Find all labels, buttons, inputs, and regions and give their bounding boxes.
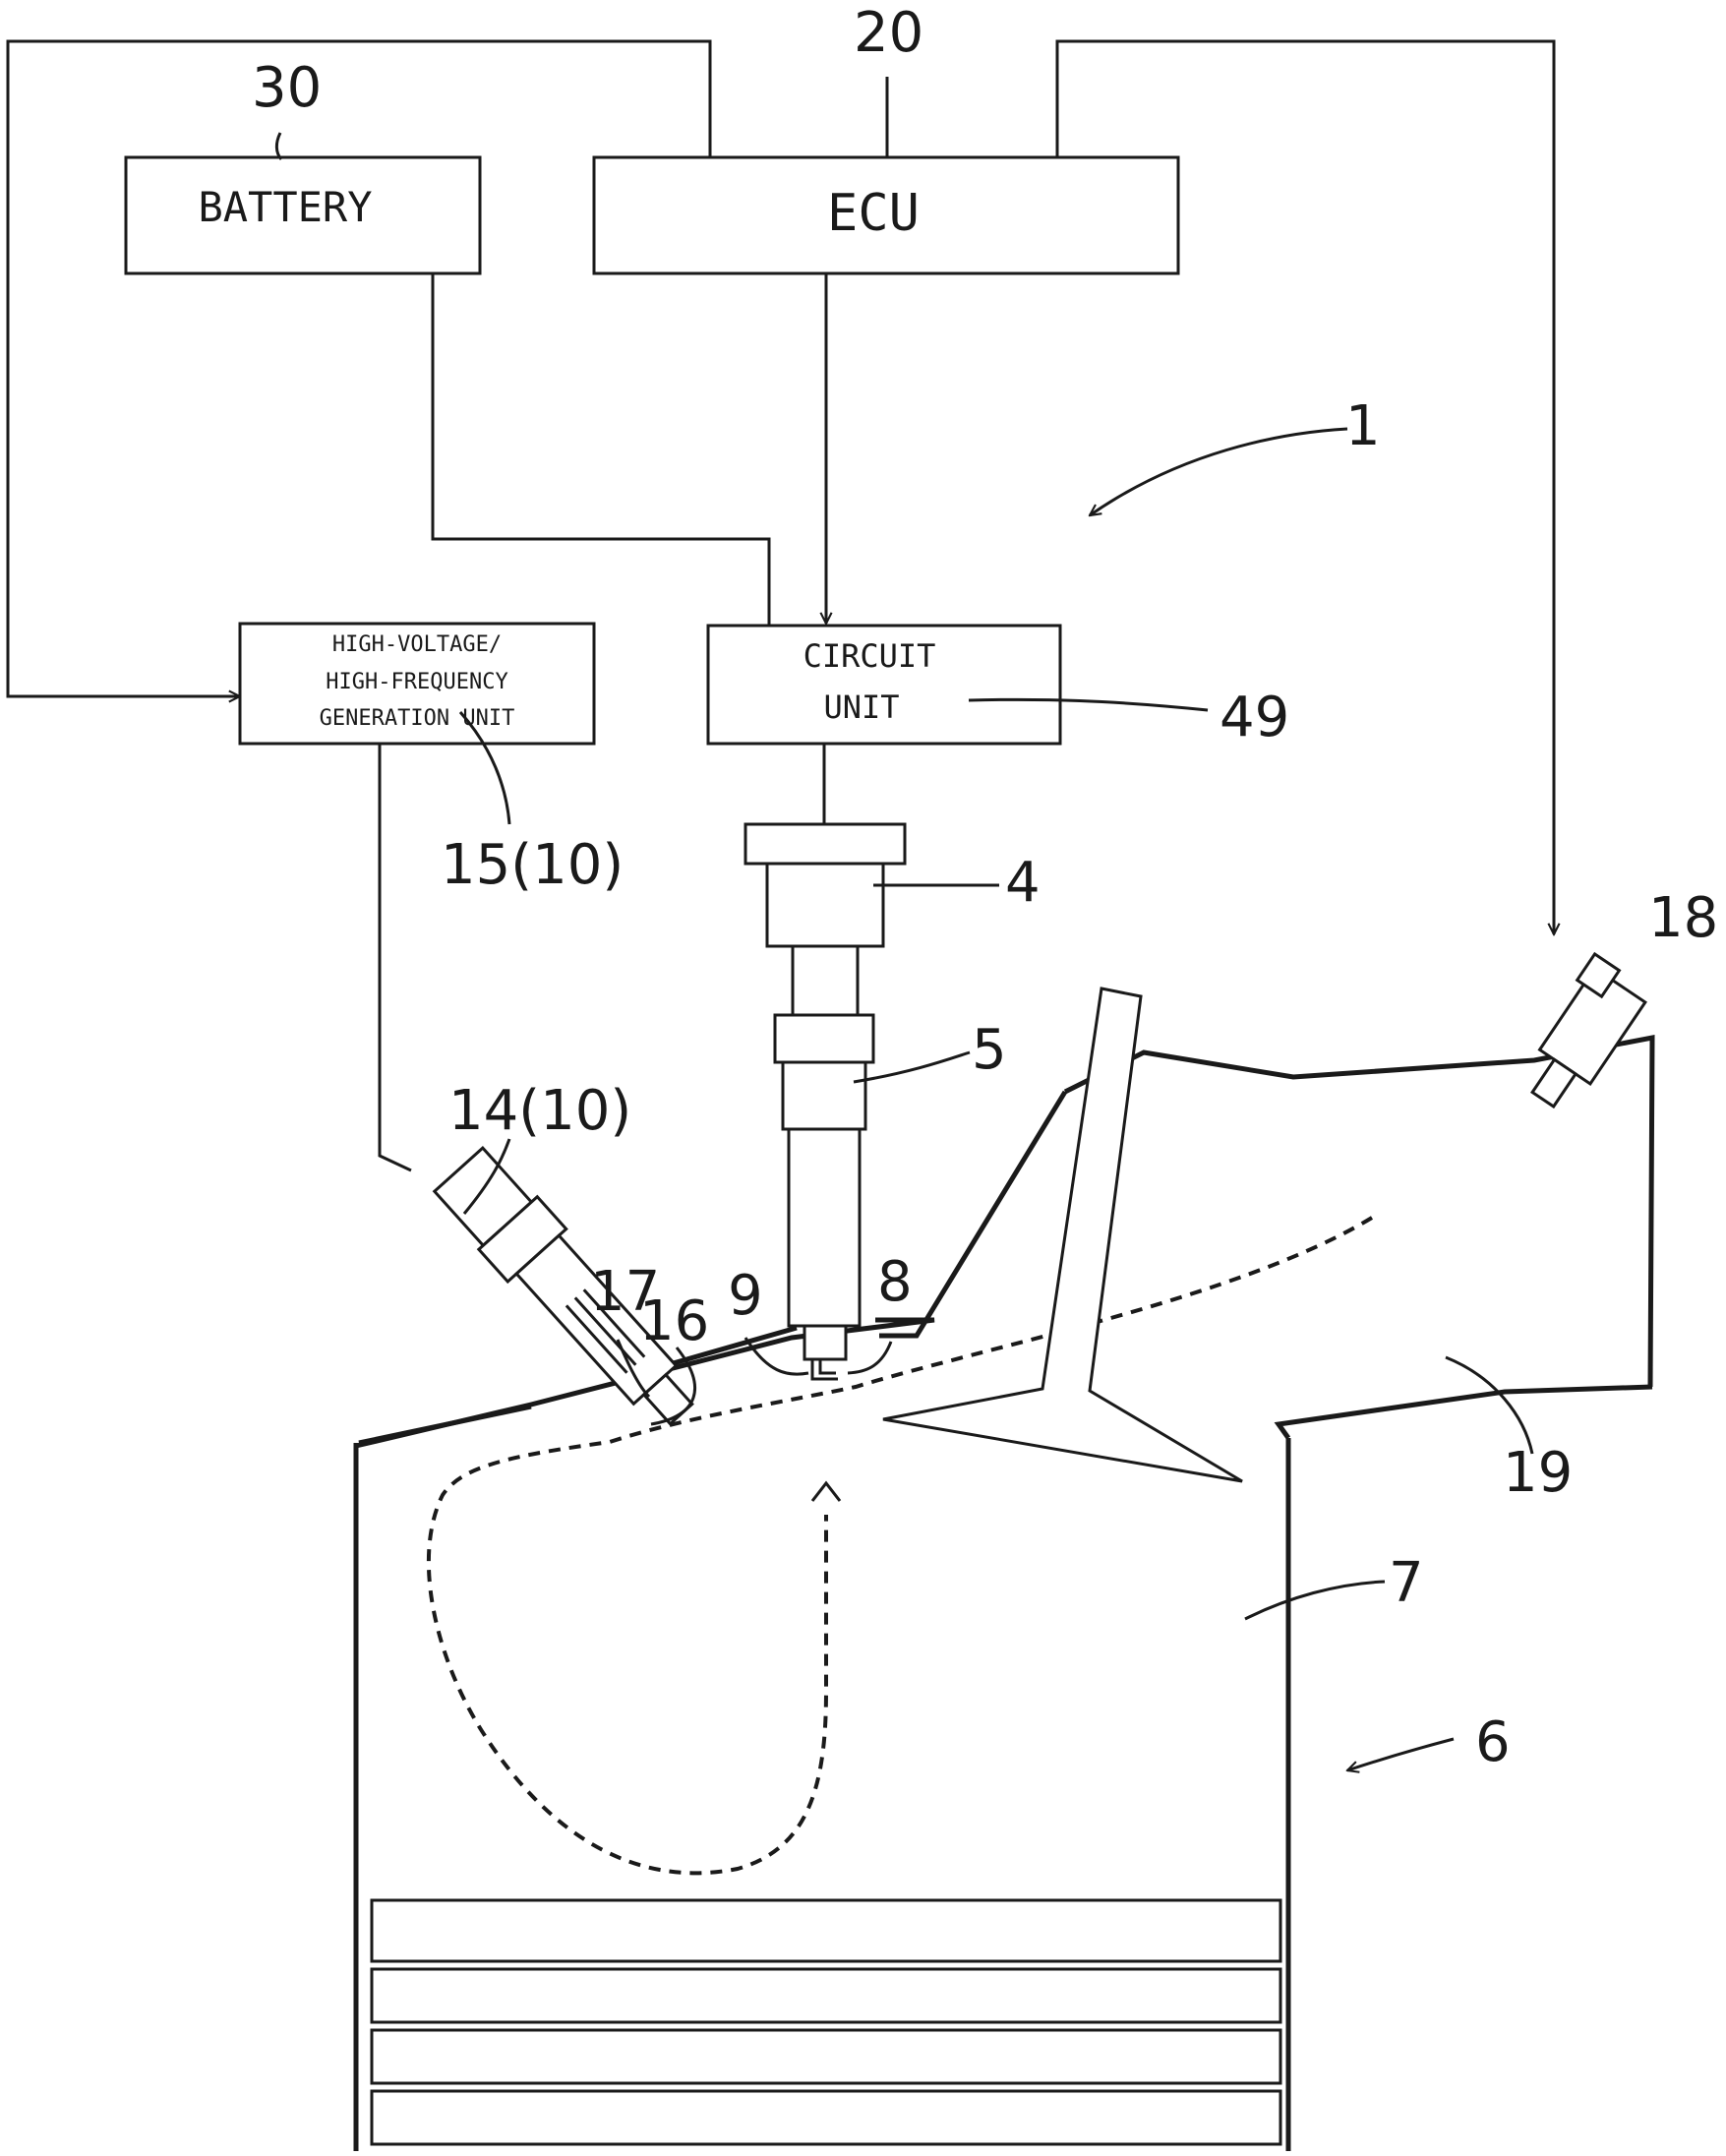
circuit-unit-label-line1: CIRCUIT xyxy=(803,637,936,675)
ref-4: 4 xyxy=(1005,851,1041,915)
leader-30 xyxy=(276,133,281,159)
ref-15: 15(10) xyxy=(441,833,624,897)
circuit-unit-block: CIRCUIT UNIT xyxy=(708,626,1060,744)
battery-label: BATTERY xyxy=(198,183,372,231)
ref-30: 30 xyxy=(252,56,322,120)
leader-6 xyxy=(1347,1739,1454,1770)
ecu-label: ECU xyxy=(827,184,920,243)
ref-1: 1 xyxy=(1345,394,1381,458)
leader-8 xyxy=(848,1342,891,1373)
fuel-injector xyxy=(1512,954,1652,1116)
hv-unit-label-line2: HIGH-FREQUENCY xyxy=(326,670,507,694)
ref-16: 16 xyxy=(639,1289,709,1353)
battery-block: BATTERY xyxy=(126,157,480,273)
leader-1 xyxy=(1090,429,1347,515)
ref-6: 6 xyxy=(1475,1710,1511,1774)
intake-port-lower xyxy=(1279,1387,1652,1438)
circuit-unit-label-line2: UNIT xyxy=(823,689,899,726)
hv-unit-label-line3: GENERATION UNIT xyxy=(320,706,515,731)
combustion-roof-left xyxy=(359,1407,531,1443)
ref-20: 20 xyxy=(854,1,923,65)
wire-hv-unit-to-electrode xyxy=(380,744,411,1170)
wire-ecu-to-hv-unit xyxy=(8,41,710,696)
hv-unit-label-line1: HIGH-VOLTAGE/ xyxy=(332,632,502,657)
ref-19: 19 xyxy=(1503,1441,1573,1505)
spark-plug-ground-electrode xyxy=(812,1359,838,1379)
wire-battery-to-circuit-unit xyxy=(433,273,769,626)
ref-9: 9 xyxy=(728,1264,763,1328)
spark-plug xyxy=(775,946,873,1379)
hv-generation-unit-block: HIGH-VOLTAGE/ HIGH-FREQUENCY GENERATION … xyxy=(240,624,594,744)
ref-5: 5 xyxy=(972,1018,1007,1082)
ref-49: 49 xyxy=(1220,686,1289,749)
ref-18: 18 xyxy=(1648,886,1718,950)
air-flow-arrow-head xyxy=(812,1483,840,1501)
ref-14: 14(10) xyxy=(448,1079,631,1143)
ref-8: 8 xyxy=(877,1250,913,1314)
ecu-block: ECU xyxy=(594,157,1178,273)
ref-7: 7 xyxy=(1389,1551,1424,1615)
leader-19 xyxy=(1446,1357,1532,1454)
piston xyxy=(372,1900,1280,2144)
leader-7 xyxy=(1245,1582,1385,1619)
